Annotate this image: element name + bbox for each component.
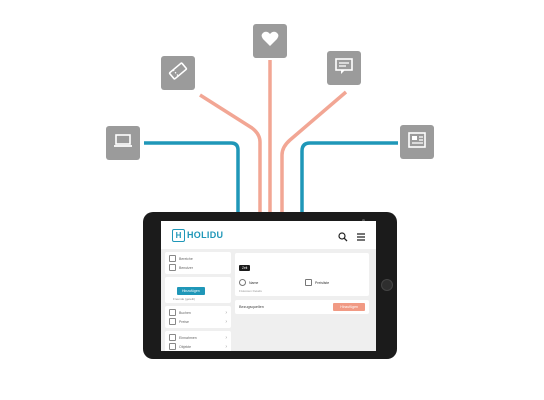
- user-icon: [169, 264, 176, 271]
- search-icon[interactable]: [338, 229, 348, 247]
- pricelist-field-label: Preisliste: [315, 280, 330, 285]
- sidebar-filter-card: Bereiche Benutzer: [165, 252, 231, 274]
- chevron-right-icon: ›: [225, 343, 227, 350]
- logo-mark: H: [172, 228, 185, 242]
- sidebar-nav-card: Buchen › Preise ›: [165, 306, 231, 328]
- list-icon: [305, 279, 312, 286]
- connector-laptop: [144, 141, 240, 255]
- add-source-button[interactable]: Hinzufügen: [333, 303, 365, 311]
- name-field[interactable]: Name: [239, 279, 299, 286]
- sidebar-nav-einnahmen[interactable]: Einnahmen ›: [169, 333, 227, 342]
- tile-heart: [253, 24, 287, 58]
- details-card: Zeit Name Preisliste Fixkosten Details: [235, 253, 369, 296]
- clock-icon: [239, 279, 246, 286]
- app-logo[interactable]: H HOLIDU: [172, 228, 224, 242]
- home-button[interactable]: [381, 279, 393, 291]
- source-card: Bezugsquellen Hinzufügen: [235, 300, 369, 314]
- pricelist-field[interactable]: Preisliste: [305, 279, 365, 286]
- main-panel: Zeit Name Preisliste Fixkosten Details: [235, 253, 369, 318]
- newspaper-icon: [406, 129, 428, 156]
- booking-icon: [169, 309, 176, 316]
- property-icon: [169, 343, 176, 350]
- logo-text: HOLIDU: [187, 230, 224, 240]
- field-row: Name Preisliste: [239, 279, 365, 286]
- sidebar-item-benutzer[interactable]: Benutzer: [169, 263, 227, 272]
- sidebar: Bereiche Benutzer Hinzufügen Freunde (ge…: [165, 252, 231, 351]
- chevron-right-icon: ›: [225, 318, 227, 325]
- name-field-label: Name: [249, 280, 259, 285]
- message-icon: [333, 55, 355, 82]
- connector-message: [280, 90, 348, 270]
- tile-newspaper: [400, 125, 434, 159]
- sidebar-nav-label: Objekte: [179, 344, 192, 349]
- chevron-right-icon: ›: [225, 309, 227, 316]
- sidebar-item-bereiche[interactable]: Bereiche: [169, 254, 227, 263]
- sidebar-nav-label: Buchen: [179, 310, 191, 315]
- topbar-actions: [338, 229, 366, 247]
- sidebar-nav-label: Preise: [179, 319, 189, 324]
- sidebar-nav-objekte[interactable]: Objekte ›: [169, 342, 227, 351]
- sidebar-sub-label: Freunde (geteilt): [173, 297, 196, 301]
- heart-icon: [259, 28, 281, 55]
- revenue-icon: [169, 334, 176, 341]
- tile-laptop: [106, 126, 140, 160]
- tile-message: [327, 51, 361, 85]
- ticket-icon: [167, 60, 189, 87]
- app-topbar: H HOLIDU: [161, 221, 376, 249]
- sidebar-nav-buchen[interactable]: Buchen ›: [169, 308, 227, 317]
- connector-newspaper: [300, 141, 398, 262]
- sidebar-item-label: Bereiche: [179, 256, 193, 261]
- sidebar-nav-preise[interactable]: Preise ›: [169, 317, 227, 326]
- tab-tag[interactable]: Zeit: [239, 265, 251, 271]
- sidebar-nav-card-2: Einnahmen › Objekte ›: [165, 331, 231, 351]
- sidebar-item-label: Benutzer: [179, 265, 194, 270]
- source-label: Bezugsquellen: [239, 305, 264, 309]
- laptop-icon: [112, 130, 134, 157]
- field-sub-label: Fixkosten Details: [239, 289, 262, 293]
- menu-icon[interactable]: [356, 229, 366, 247]
- calendar-icon: [169, 318, 176, 325]
- camera-dot: [362, 219, 365, 222]
- connector-ticket: [199, 93, 262, 268]
- tablet-device: H HOLIDU Bereiche: [143, 212, 397, 359]
- add-button[interactable]: Hinzufügen: [177, 287, 205, 295]
- chevron-right-icon: ›: [225, 334, 227, 341]
- sidebar-nav-label: Einnahmen: [179, 335, 197, 340]
- tablet-screen: H HOLIDU Bereiche: [161, 221, 376, 351]
- tile-ticket: [161, 56, 195, 90]
- source-row: Bezugsquellen Hinzufügen: [239, 303, 365, 311]
- area-icon: [169, 255, 176, 262]
- sidebar-action-card: Hinzufügen Freunde (geteilt): [165, 277, 231, 303]
